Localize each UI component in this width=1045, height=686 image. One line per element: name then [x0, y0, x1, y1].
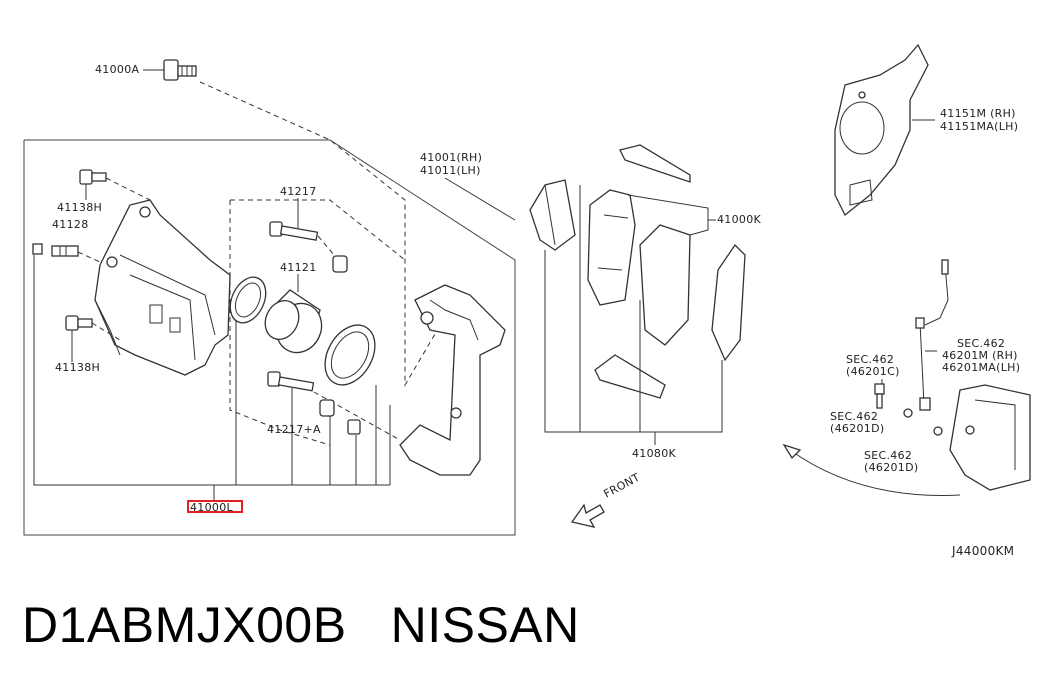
label-41128: 41128 — [52, 218, 89, 231]
bolt-41000a — [163, 59, 197, 81]
bolt-41000a-dash — [199, 81, 456, 387]
label-41080k: 41080K — [632, 447, 677, 460]
pad-kit-parts — [529, 144, 746, 399]
assembly-bracket — [33, 255, 390, 486]
label-caliper-lh: 41011(LH) — [420, 164, 481, 177]
bushing — [319, 399, 361, 435]
hose-bolts — [874, 383, 943, 436]
seal-41121 — [229, 276, 267, 324]
label-hose-sec462: SEC.462 — [957, 337, 1006, 350]
pad-kit-bracket — [544, 250, 723, 433]
caption-part-number: D1ABMJX00B — [22, 597, 347, 653]
caption-brand: NISSAN — [390, 597, 580, 653]
label-41000k: 41000K — [717, 213, 762, 226]
label-41138h-bottom: 41138H — [55, 361, 101, 374]
caliper-small — [949, 384, 1031, 491]
baffle-plate — [834, 43, 929, 217]
pin-41217 — [269, 221, 319, 241]
label-41000l: 41000L — [190, 501, 233, 514]
assembly-frame — [23, 139, 516, 536]
bolt-41138h-top — [79, 169, 107, 185]
label-hose-rh: 46201M (RH) — [942, 349, 1018, 362]
label-caliper-rh: 41001(RH) — [420, 151, 483, 164]
label-sec462-c: SEC.462 — [864, 449, 913, 462]
subframe-dash — [230, 199, 406, 261]
label-sec462-b: SEC.462 — [830, 410, 879, 423]
front-arrow-icon — [570, 503, 605, 528]
label-41217a: 41217+A — [267, 423, 321, 436]
torque-member — [399, 284, 506, 476]
bleeder-41128 — [32, 243, 79, 257]
piston — [264, 289, 323, 354]
bolt-41138h-bottom — [65, 315, 93, 331]
pin-41217a — [267, 371, 315, 392]
piston-seal — [324, 324, 376, 386]
label-baffle-lh: 41151MA(LH) — [940, 120, 1019, 133]
label-baffle-rh: 41151M (RH) — [940, 107, 1016, 120]
label-41138h-top: 41138H — [57, 201, 103, 214]
rotation-arrow — [789, 449, 961, 496]
caliper-leader — [444, 177, 516, 221]
label-sec462-c-ref: (46201D) — [864, 461, 919, 474]
label-sec462-b-ref: (46201D) — [830, 422, 885, 435]
highlight-box-41000l — [187, 500, 243, 513]
boot — [332, 255, 348, 273]
brake-hose — [915, 259, 949, 411]
label-sec462-a: SEC.462 — [846, 353, 895, 366]
label-41121: 41121 — [280, 261, 317, 274]
label-sec462-a-ref: (46201C) — [846, 365, 900, 378]
label-41217: 41217 — [280, 185, 317, 198]
caliper-body — [94, 199, 231, 376]
diagram-code: J44000KM — [952, 544, 1015, 558]
caption: D1ABMJX00B NISSAN — [22, 596, 580, 654]
label-41000a: 41000A — [95, 63, 140, 76]
label-hose-lh: 46201MA(LH) — [942, 361, 1021, 374]
